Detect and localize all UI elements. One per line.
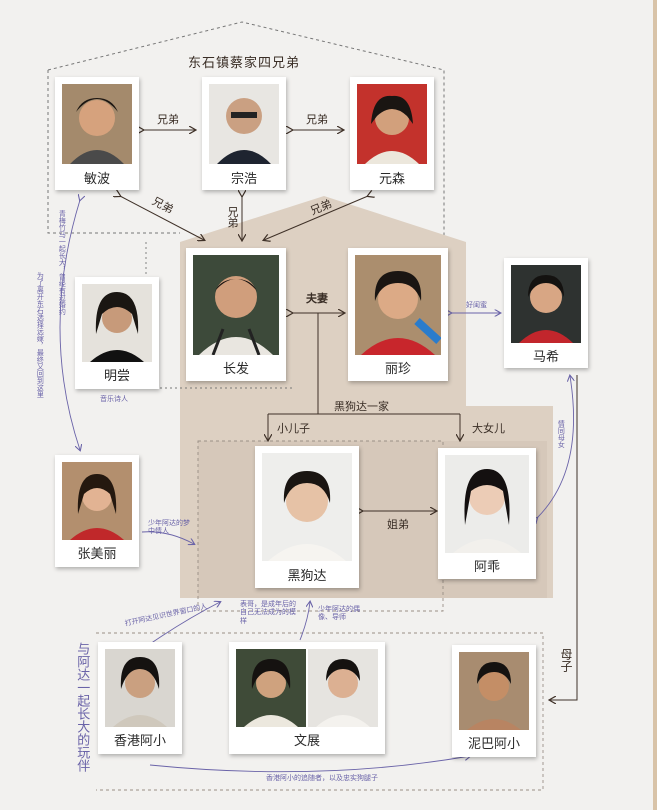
label-brother-4: 兄弟: [226, 206, 239, 228]
label-siblings: 姐弟: [387, 518, 409, 531]
name-yuansen: 元森: [378, 172, 405, 187]
card-minbo[interactable]: 敏波: [55, 77, 139, 190]
name-zonghao: 宗浩: [230, 172, 257, 187]
name-zhangmeili: 张美丽: [77, 547, 117, 562]
label-couple: 夫妻: [306, 292, 328, 305]
card-zonghao[interactable]: 宗浩: [202, 77, 286, 190]
card-heigouda[interactable]: 黑狗达: [255, 446, 359, 588]
name-xianggang: 香港阿小: [113, 734, 166, 749]
name-wenzhan: 文展: [293, 734, 320, 749]
name-niba: 泥巴阿小: [467, 737, 520, 752]
label-brother-1: 兄弟: [157, 113, 179, 126]
card-yuansen[interactable]: 元森: [350, 77, 434, 190]
card-changfa[interactable]: 长发: [186, 248, 286, 381]
note-zhang-dream: 少年阿达的梦中情人: [148, 519, 190, 536]
name-changfa: 长发: [222, 362, 249, 377]
label-son: 小儿子: [277, 422, 310, 435]
friends-dashed-box: [96, 632, 544, 791]
name-lizhen: 丽珍: [384, 362, 411, 377]
label-brother-2: 兄弟: [306, 113, 328, 126]
card-lizhen[interactable]: 丽珍: [348, 248, 448, 381]
card-maxi[interactable]: 马希: [504, 258, 588, 368]
label-family: 黑狗达一家: [334, 400, 389, 413]
note-wenzhan-idol1: 少年阿达的偶像、导师: [318, 605, 360, 622]
note-mingyun-long2: 青梅竹马一起长大，曾经有过婚约: [58, 210, 67, 315]
label-friends: 与阿达一起长大的玩伴: [74, 642, 90, 772]
page-edge-decoration: [653, 0, 657, 810]
name-aguai: 阿乖: [473, 560, 500, 575]
note-wenzhan-idol2: 表哥，是成年后的自己无法成为的模样: [240, 600, 296, 625]
label-daughter: 大女儿: [472, 422, 505, 435]
name-mingyun: 明尝: [103, 369, 130, 384]
mingyun-subtitle: 音乐诗人: [100, 395, 128, 403]
card-aguai[interactable]: 阿乖: [438, 448, 536, 579]
name-heigouda: 黑狗达: [287, 569, 327, 584]
brothers-house-outline: [47, 21, 445, 388]
diagram-title: 东石镇蔡家四兄弟: [188, 56, 301, 71]
note-godmother: 情同母女: [557, 420, 566, 448]
card-zhangmeili[interactable]: 张美丽: [55, 455, 139, 567]
label-mother-son: 母子: [559, 648, 573, 672]
note-sworn: 好闺蜜: [466, 301, 487, 309]
name-minbo: 敏波: [83, 172, 110, 187]
name-maxi: 马希: [532, 350, 559, 365]
card-xianggang[interactable]: 香港阿小: [98, 642, 182, 754]
note-mingyun-long: 为了离开东石选择远嫁，最终又回到这里: [36, 272, 45, 398]
card-niba[interactable]: 泥巴阿小: [452, 645, 536, 757]
note-niba-follower: 香港阿小的追随者，以及忠实狗腿子: [266, 774, 378, 782]
card-mingyun[interactable]: 明尝: [75, 277, 159, 389]
card-wenzhan[interactable]: 文展: [229, 642, 385, 754]
